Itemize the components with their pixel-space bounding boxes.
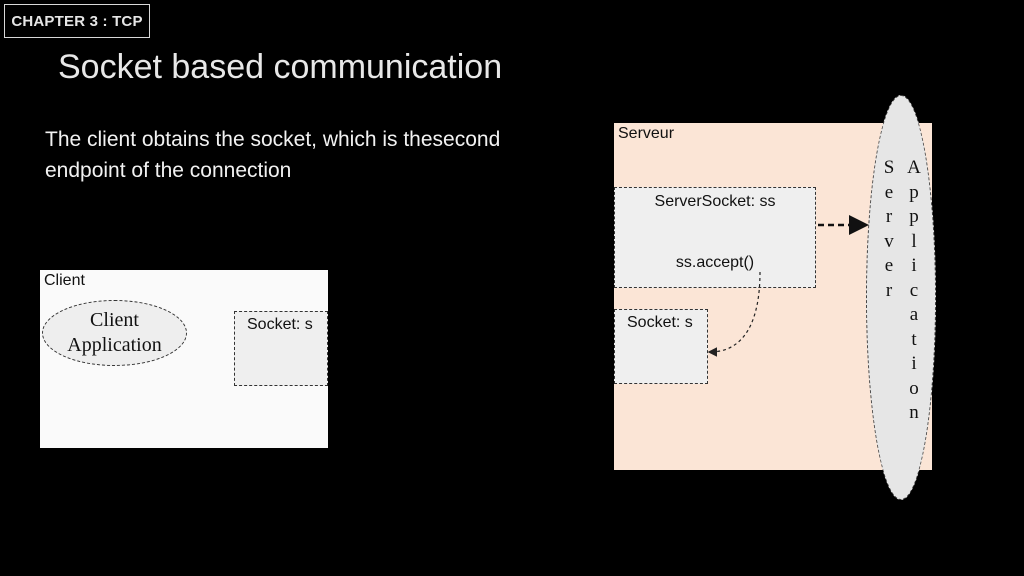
vertical-letter: e xyxy=(884,255,894,276)
body-text: The client obtains the socket, which is … xyxy=(45,128,501,182)
client-socket-label: Socket: s xyxy=(247,316,313,333)
client-app-line1: Client xyxy=(90,309,139,331)
client-socket-box: Socket: s xyxy=(234,311,328,386)
vertical-letter: r xyxy=(885,279,893,301)
vertical-letter: r xyxy=(885,206,893,227)
chapter-tag: CHAPTER 3 : TCP xyxy=(4,4,150,38)
vertical-letter: i xyxy=(911,353,917,374)
vertical-letter: v xyxy=(884,230,894,252)
serversocket-box: ServerSocket: ss ss.accept() xyxy=(614,187,816,288)
vertical-letter: A xyxy=(907,157,921,178)
vertical-letter: t xyxy=(911,328,917,350)
vertical-letter: n xyxy=(909,402,919,423)
vertical-letter: c xyxy=(909,279,919,301)
vertical-letter: l xyxy=(911,230,917,252)
vertical-letter: p xyxy=(909,181,919,203)
client-label: Client xyxy=(44,272,85,289)
server-socket-box: Socket: s xyxy=(614,309,708,384)
slide-title: Socket based communication xyxy=(58,48,503,86)
serversocket-label: ServerSocket: ss xyxy=(654,193,776,210)
client-application-ellipse: Client Application xyxy=(42,300,187,366)
accept-to-socket-arrow xyxy=(707,271,761,357)
vertical-letter: e xyxy=(884,181,894,203)
vertical-letter: i xyxy=(911,255,917,276)
vertical-letter: S xyxy=(883,157,895,178)
client-app-line2: Application xyxy=(67,334,162,356)
server-application-ellipse xyxy=(866,95,936,500)
vertical-letter: a xyxy=(909,304,919,325)
vertical-letter: p xyxy=(909,206,919,227)
server-label: Serveur xyxy=(618,125,675,142)
accept-call-label: ss.accept() xyxy=(675,254,755,271)
server-socket-label: Socket: s xyxy=(627,314,693,331)
vertical-letter: o xyxy=(909,377,919,399)
